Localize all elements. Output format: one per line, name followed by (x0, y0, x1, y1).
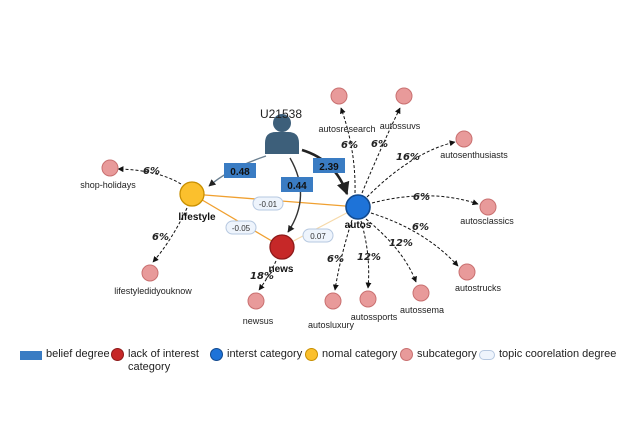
edge-newsus (258, 260, 277, 291)
subcategory-pct-autosenthusiasts: 16% (396, 152, 420, 163)
subcategory-label-autosresearch: autosresearch (318, 124, 375, 134)
belief-edge-news (287, 157, 302, 233)
subcategory-pct-newsus: 18% (250, 271, 274, 282)
subcategory-label-shop-holidays: shop-holidays (80, 180, 136, 190)
edge-autosenthusiasts (366, 140, 456, 198)
correlation-pill-lifestyle-autos: -0.01 (252, 196, 284, 211)
subcategory-node-autosresearch[interactable] (330, 87, 348, 105)
subcategory-label-autossema: autossema (400, 305, 444, 315)
correlation-value-news-autos: 0.07 (310, 232, 326, 241)
legend-item-normal-category: nomal category (305, 348, 397, 361)
correlation-value-lifestyle-news: -0.05 (232, 224, 251, 233)
correlation-line-news-autos (281, 206, 359, 248)
subcategory-label-autossuvs: autossuvs (380, 121, 421, 131)
subcategory-label-autossports: autossports (351, 312, 398, 322)
subcategory-nodes (101, 87, 497, 310)
category-label-autos: autos (345, 220, 372, 231)
legend-item-subcategory: subcategory (400, 348, 477, 361)
legend-label-normal-category: nomal category (322, 348, 398, 360)
subcategory-node-autosclassics[interactable] (479, 198, 497, 216)
category-node-autos[interactable] (345, 194, 371, 220)
belief-box-news: 0.44 (281, 177, 313, 192)
subcategory-pct-autosluxury: 6% (327, 254, 344, 265)
subcategory-node-autosenthusiasts[interactable] (455, 130, 473, 148)
edge-lifestyledidyouknow (152, 207, 188, 263)
legend-swatch-subcategory (400, 348, 413, 361)
subcategory-label-lifestyledidyouknow: lifestyledidyouknow (114, 286, 192, 296)
edge-autosresearch (339, 107, 356, 194)
legend-item-lack-of-interest: lack of interest category (111, 348, 228, 374)
category-label-lifestyle: lifestyle (178, 212, 216, 223)
belief-value-lifestyle: 0.48 (230, 167, 250, 178)
subcategory-node-newsus[interactable] (247, 292, 265, 310)
edge-autossports (360, 220, 372, 289)
category-label-news: news (268, 264, 293, 275)
legend-item-topic-correlation: topic coorelation degree (479, 348, 616, 361)
category-node-news[interactable] (269, 234, 295, 260)
subcategory-edges (117, 107, 479, 291)
subcategory-node-autosluxury[interactable] (324, 292, 342, 310)
correlation-pill-news-autos: 0.07 (302, 228, 334, 243)
legend-label-belief-degree: belief degree (46, 348, 110, 360)
legend-swatch-belief-degree (20, 351, 42, 360)
legend-swatch-normal-category (305, 348, 318, 361)
category-node-lifestyle[interactable] (179, 181, 205, 207)
legend-swatch-interest-category (210, 348, 223, 361)
subcategory-node-autostrucks[interactable] (458, 263, 476, 281)
correlation-value-lifestyle-autos: -0.01 (259, 200, 278, 209)
legend-item-interest-category: interst category (210, 348, 302, 361)
subcategory-pct-lifestyledidyouknow: 6% (152, 232, 169, 243)
legend-label-interest-category: interst category (227, 348, 303, 360)
legend-label-lack-of-interest: lack of interest category (128, 348, 199, 373)
subcategory-node-autossports[interactable] (359, 290, 377, 308)
legend-label-topic-correlation: topic coorelation degree (499, 348, 617, 360)
edge-autosclassics (371, 195, 479, 206)
edge-autostrucks (370, 212, 459, 267)
belief-value-news: 0.44 (287, 181, 307, 192)
user-id-label: U21538 (260, 107, 302, 121)
subcategory-pct-autosclassics: 6% (413, 192, 430, 203)
subcategory-label-newsus: newsus (243, 316, 274, 326)
legend-swatch-topic-correlation (479, 350, 495, 360)
subcategory-pct-autossema: 12% (389, 238, 413, 249)
subcategory-label-autostrucks: autostrucks (455, 283, 502, 293)
subcategory-label-autosluxury: autosluxury (308, 320, 355, 330)
subcategory-node-lifestyledidyouknow[interactable] (141, 264, 159, 282)
subcategory-label-autosclassics: autosclassics (460, 216, 514, 226)
legend: belief degree lack of interest category … (18, 348, 618, 388)
subcategory-pct-shop-holidays: 6% (143, 166, 160, 177)
subcategory-pct-autossuvs: 6% (371, 139, 388, 150)
subcategory-pct-autossports: 12% (357, 252, 381, 263)
legend-label-subcategory: subcategory (417, 348, 477, 360)
belief-box-lifestyle: 0.48 (224, 163, 256, 178)
edge-autosluxury (332, 219, 353, 291)
edge-shop-holidays (117, 166, 182, 185)
belief-value-autos: 2.39 (319, 162, 339, 173)
user-icon (265, 114, 299, 154)
belief-box-autos: 2.39 (313, 158, 345, 173)
subcategory-label-autosenthusiasts: autosenthusiasts (440, 150, 508, 160)
subcategory-node-shop-holidays[interactable] (101, 159, 119, 177)
legend-item-belief-degree: belief degree (20, 348, 110, 361)
subcategory-node-autossuvs[interactable] (395, 87, 413, 105)
subcategory-node-autossema[interactable] (412, 284, 430, 302)
legend-swatch-lack-of-interest (111, 348, 124, 361)
correlation-pill-lifestyle-news: -0.05 (225, 220, 257, 235)
subcategory-pct-autosresearch: 6% (341, 140, 358, 151)
subcategory-pct-autostrucks: 6% (412, 222, 429, 233)
edge-autossuvs (361, 107, 401, 194)
